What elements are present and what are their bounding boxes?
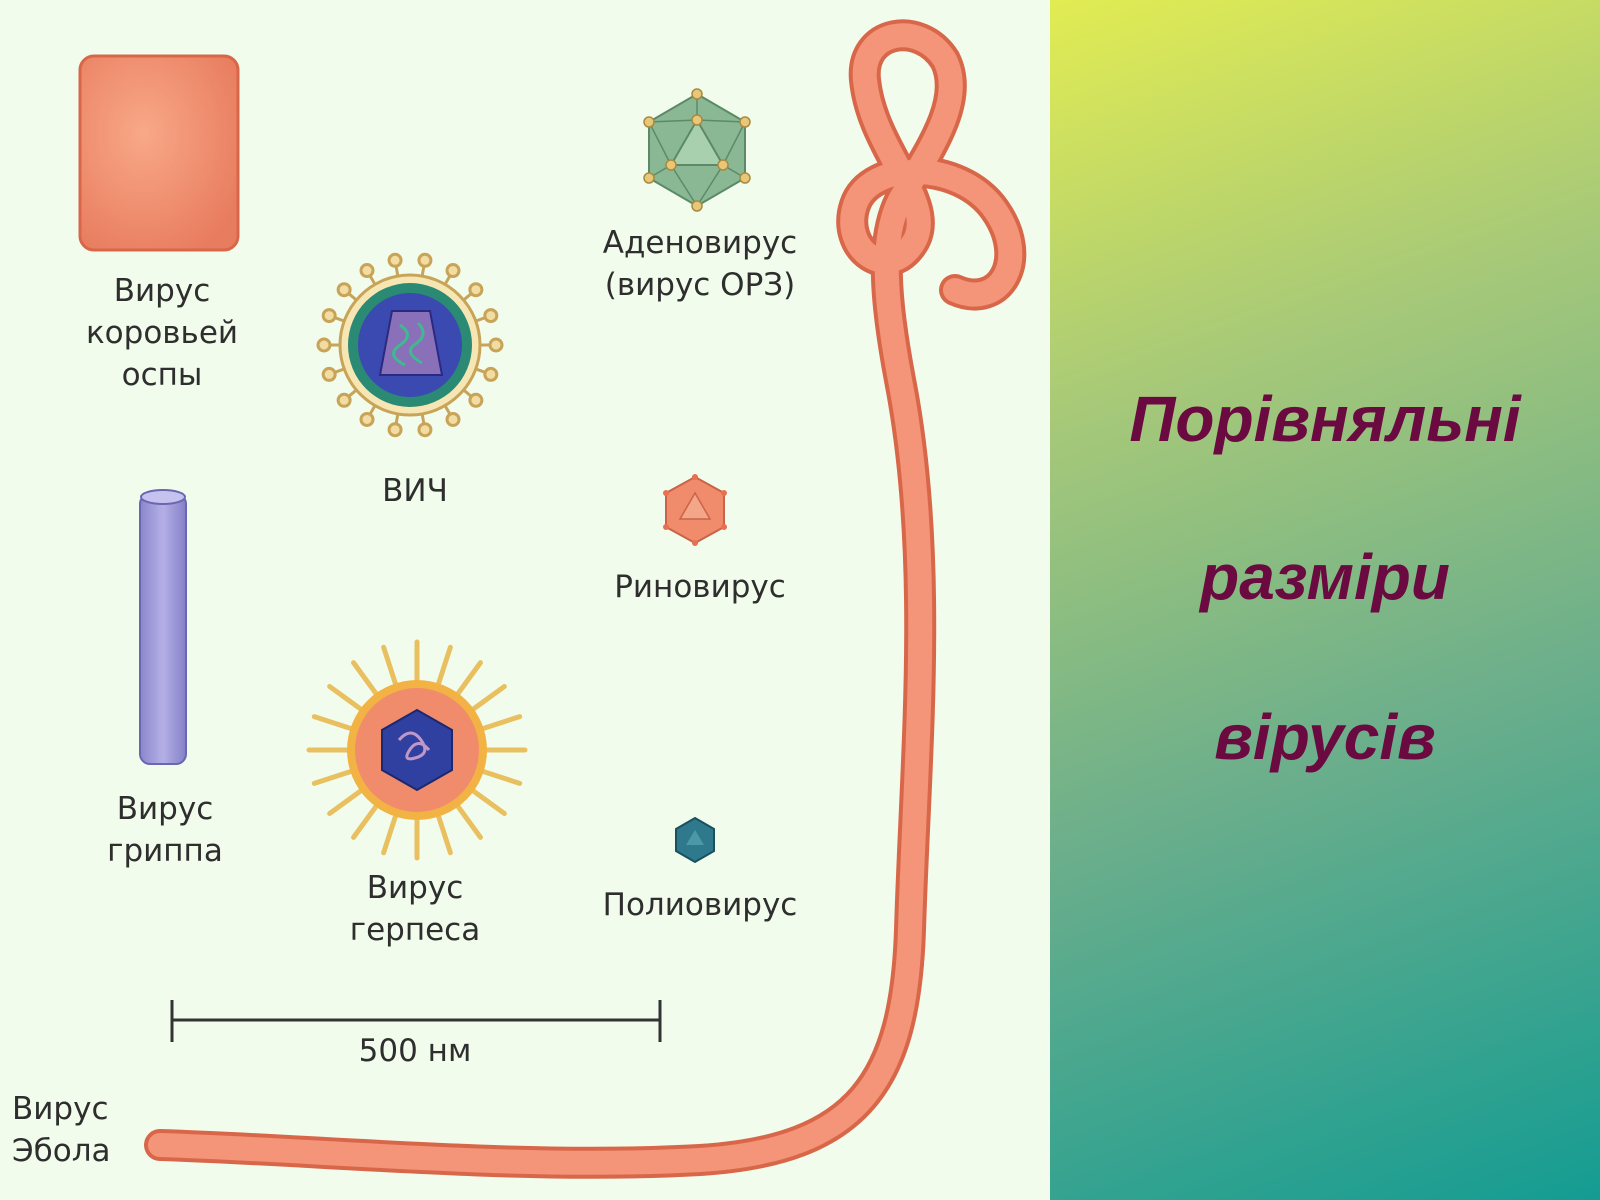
hiv-knob: [445, 263, 461, 279]
influenza-label: Вирус гриппа: [107, 791, 223, 869]
adenovirus-icon: [643, 88, 751, 212]
poliovirus-icon: [675, 816, 715, 864]
herpes-spike: [434, 644, 453, 690]
vaccinia-virus-icon: [78, 54, 240, 252]
herpes-spike: [327, 684, 367, 714]
hiv-knob: [321, 308, 337, 324]
hiv-knob: [468, 392, 484, 408]
hiv-knob: [417, 252, 433, 268]
herpes-spike: [327, 786, 367, 816]
herpes-spike: [311, 767, 357, 786]
hiv-knob: [359, 411, 375, 427]
herpes-label: Вирус герпеса: [349, 870, 481, 948]
title-panel: Порівняльні разміри вірусів: [1050, 0, 1600, 1200]
scale-bar-icon: [170, 1000, 662, 1042]
ebola-virus-icon: [144, 19, 1027, 1179]
hiv-virus-icon: [316, 252, 504, 438]
herpes-spike: [453, 800, 483, 840]
hiv-knob: [417, 422, 433, 438]
virus-diagram-svg: [78, 19, 1027, 1179]
herpes-spike: [381, 810, 400, 856]
herpes-spike: [467, 786, 507, 816]
hiv-knob: [387, 422, 403, 438]
title-line-2: разміри: [1200, 541, 1450, 613]
hiv-knob: [468, 282, 484, 298]
hiv-knob: [336, 392, 352, 408]
vaccinia-label: Вирус коровьей оспы: [85, 273, 239, 393]
herpes-spike: [434, 810, 453, 856]
influenza-virus-icon: [139, 489, 187, 765]
hiv-knob: [321, 366, 337, 382]
herpes-spike: [453, 660, 483, 700]
hiv-knob: [483, 366, 499, 382]
herpes-spike: [311, 714, 357, 733]
rhinovirus-label: Риновирус: [614, 569, 786, 605]
poliovirus-label: Полиовирус: [602, 887, 798, 923]
hiv-knob: [387, 252, 403, 268]
title-line-1: Порівняльні: [1129, 383, 1521, 455]
herpes-spike: [477, 714, 523, 733]
herpes-spike: [381, 644, 400, 690]
hiv-label: ВИЧ: [382, 473, 448, 509]
herpes-spike: [351, 660, 381, 700]
herpes-virus-icon: [306, 639, 528, 861]
hiv-knob: [336, 282, 352, 298]
hiv-knob: [359, 263, 375, 279]
scale-label: 500 нм: [358, 1033, 472, 1069]
hiv-knob: [488, 337, 504, 353]
herpes-spike: [477, 767, 523, 786]
herpes-spike: [351, 800, 381, 840]
adenovirus-label: Аденовирус (вирус ОРЗ): [602, 225, 798, 303]
rhinovirus-icon: [663, 474, 727, 546]
herpes-spike: [467, 684, 507, 714]
virus-size-illustration: Вирус коровьей оспы ВИЧ Аденовирус (виру…: [0, 0, 1050, 1200]
ebola-label: Вирус Эбола: [12, 1091, 111, 1169]
hiv-knob: [316, 337, 332, 353]
title-line-3: вірусів: [1214, 701, 1436, 773]
hiv-knob: [483, 308, 499, 324]
hiv-knob: [445, 411, 461, 427]
